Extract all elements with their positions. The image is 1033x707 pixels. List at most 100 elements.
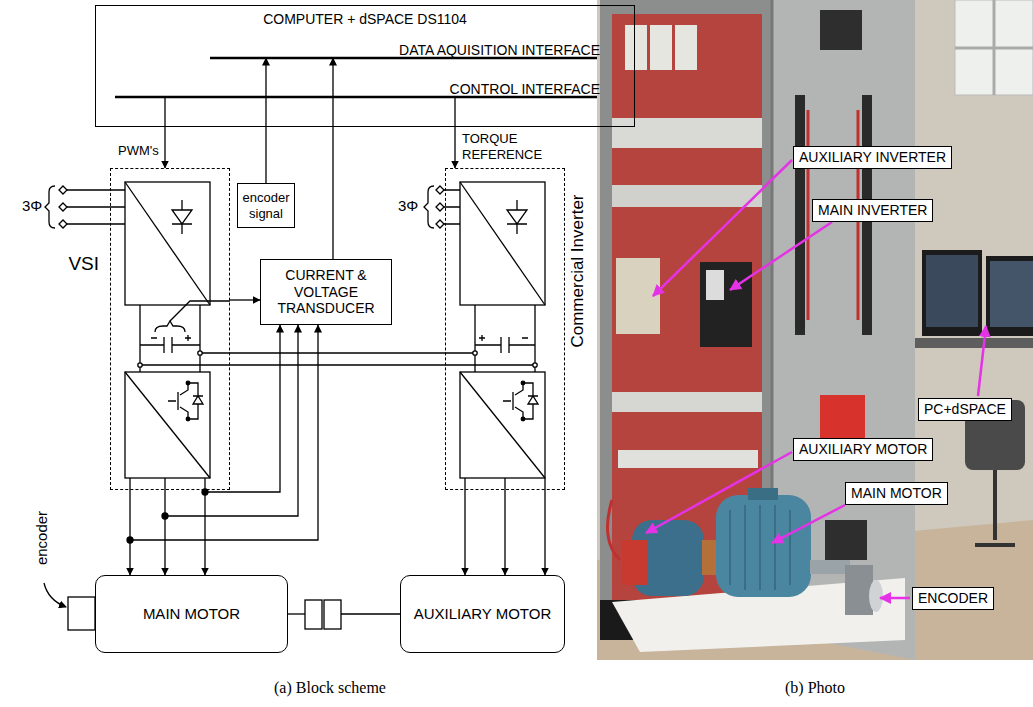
photo bbox=[597, 0, 1033, 660]
diode-symbol bbox=[172, 200, 192, 234]
output-wire bbox=[465, 478, 545, 490]
junction-dot bbox=[186, 381, 190, 385]
connector bbox=[333, 58, 334, 259]
module bbox=[625, 25, 647, 70]
igbt-symbol bbox=[168, 383, 203, 419]
connector-line bbox=[164, 490, 165, 575]
connector-line bbox=[230, 364, 445, 365]
motor-box: MAIN MOTOR bbox=[95, 575, 288, 653]
screen bbox=[926, 255, 978, 327]
leader-arrow bbox=[880, 597, 910, 600]
connector-line bbox=[332, 58, 333, 259]
terminal bbox=[59, 220, 67, 228]
inverter-dashed-box: Commercial Inverter bbox=[445, 168, 565, 490]
module-row bbox=[618, 450, 758, 468]
dc-rail bbox=[140, 353, 230, 365]
connector bbox=[230, 300, 260, 301]
window bbox=[955, 0, 1033, 95]
node-text: MAIN MOTOR bbox=[851, 485, 942, 501]
phase-label: 3Φ bbox=[398, 197, 418, 214]
node-text: CURRENT & VOLTAGE TRANSDUCER bbox=[264, 267, 388, 317]
igbt-symbol bbox=[503, 383, 538, 419]
terminal bbox=[436, 186, 444, 194]
leader-arrow bbox=[978, 326, 986, 396]
leader-arrow bbox=[646, 452, 792, 533]
three-phase-source bbox=[45, 186, 125, 228]
callout-label: AUXILIARY MOTOR bbox=[793, 438, 933, 461]
leader-arrow bbox=[772, 505, 845, 543]
cooling-fin bbox=[730, 505, 790, 590]
junction-dot bbox=[521, 381, 525, 385]
monitor bbox=[986, 256, 1033, 336]
interface-label: DATA AQUISITION INTERFACE bbox=[399, 42, 600, 58]
door-plate bbox=[820, 395, 865, 440]
block-diagonal bbox=[125, 372, 210, 478]
output-wire bbox=[130, 478, 205, 490]
main-motor-body bbox=[716, 495, 811, 597]
connector-line bbox=[129, 490, 130, 575]
screen bbox=[990, 261, 1033, 327]
shaft bbox=[810, 560, 850, 574]
encoder-mount bbox=[845, 565, 873, 615]
connector-line bbox=[504, 490, 505, 575]
connector bbox=[455, 97, 456, 168]
main-inverter bbox=[700, 262, 752, 347]
leader-arrow bbox=[730, 222, 832, 290]
connector bbox=[465, 490, 545, 575]
node-text: AUXILIARY MOTOR bbox=[799, 441, 927, 457]
terminal-row bbox=[612, 392, 762, 412]
chair-leg bbox=[975, 470, 1015, 545]
terminal-strip bbox=[795, 95, 805, 335]
commercial-internals bbox=[445, 182, 545, 490]
node-text: Commercial Inverter bbox=[568, 151, 588, 391]
terminal bbox=[59, 186, 67, 194]
block-scheme bbox=[44, 58, 632, 630]
block-diagonal bbox=[125, 182, 210, 305]
leader-arrow bbox=[44, 583, 66, 607]
rectifier-block bbox=[125, 182, 210, 305]
encoder-disk bbox=[869, 580, 883, 612]
inverter-block bbox=[460, 372, 545, 478]
leader-arrow bbox=[653, 160, 792, 296]
motor-box: AUXILIARY MOTOR bbox=[400, 575, 565, 653]
cable bbox=[608, 500, 621, 560]
brace bbox=[45, 186, 55, 228]
connector bbox=[130, 490, 205, 575]
connector-line bbox=[544, 490, 545, 575]
node-text: PC+dSPACE bbox=[924, 401, 1006, 417]
connector-line bbox=[204, 490, 205, 575]
interface-label: CONTROL INTERFACE bbox=[450, 81, 600, 97]
module bbox=[650, 25, 672, 70]
encoder-signal-box: encoder signal bbox=[237, 183, 296, 228]
brace bbox=[424, 186, 434, 228]
caption: (a) Block scheme bbox=[230, 679, 430, 697]
connector-line bbox=[265, 58, 266, 183]
desk bbox=[915, 338, 1033, 348]
connector-line bbox=[230, 299, 260, 300]
edge-label: TORQUE REFERENCE bbox=[462, 131, 554, 163]
transducer-box: CURRENT & VOLTAGE TRANSDUCER bbox=[260, 259, 392, 325]
edge-label: PWM's bbox=[118, 143, 159, 158]
three-phase-source bbox=[424, 186, 460, 228]
callout-label: MAIN MOTOR bbox=[845, 482, 948, 505]
caption: (b) Photo bbox=[715, 679, 915, 697]
terminal-row bbox=[612, 185, 762, 207]
connector-line bbox=[464, 490, 465, 575]
junction-dot bbox=[521, 417, 525, 421]
vsi-internals bbox=[125, 182, 230, 490]
wall bbox=[597, 0, 1033, 660]
terminal bbox=[436, 220, 444, 228]
block-diagonal bbox=[460, 182, 545, 305]
encoder-label: encoder bbox=[33, 498, 51, 578]
bracket bbox=[155, 321, 185, 332]
fan bbox=[825, 520, 867, 560]
motor-cover bbox=[622, 540, 648, 585]
connector bbox=[165, 97, 166, 168]
connector-line bbox=[205, 325, 280, 492]
block-diagonal bbox=[460, 372, 545, 478]
computer-box: COMPUTER + dSPACE DS1104DATA AQUISITION … bbox=[95, 5, 635, 127]
coupling bbox=[305, 600, 322, 629]
callout-label: MAIN INVERTER bbox=[812, 199, 933, 222]
connector-line bbox=[230, 352, 445, 353]
